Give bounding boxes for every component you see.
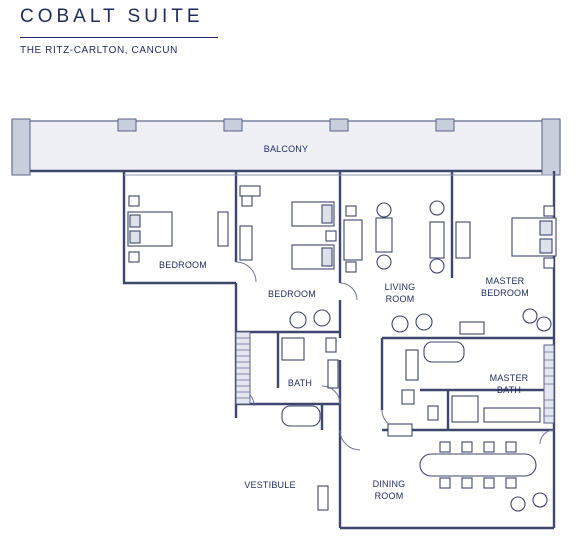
shower [281, 337, 305, 361]
side-table [345, 261, 357, 273]
room-label-bath: BATH [288, 378, 312, 388]
toilet [401, 389, 415, 405]
room-label-living-1: LIVING [385, 282, 416, 292]
nightstand [543, 257, 555, 269]
plan-header: COBALT SUITE THE RITZ-CARLTON, CANCUN [20, 6, 218, 56]
room-label-dining-2: ROOM [375, 491, 404, 501]
suite-title: COBALT SUITE [20, 6, 204, 27]
balcony-post [329, 118, 349, 132]
dining-table [419, 453, 537, 477]
armchair [376, 254, 392, 270]
coffee-table [375, 217, 393, 253]
nightstand [325, 230, 337, 242]
vanity [483, 407, 541, 423]
dresser [239, 225, 253, 261]
room-label-bedroom-left: BEDROOM [159, 260, 207, 270]
armchair [522, 308, 538, 324]
sofa [343, 219, 363, 261]
nightstand [128, 195, 140, 207]
armchair [415, 313, 433, 331]
bathtub [281, 405, 321, 427]
hotel-subtitle: THE RITZ-CARLTON, CANCUN [20, 45, 178, 56]
armchair [536, 316, 552, 332]
dining-chair [439, 477, 451, 489]
room-label-master-bath-2: BATH [497, 385, 521, 395]
armchair [429, 200, 445, 216]
media-console [429, 221, 445, 259]
shower [451, 395, 479, 423]
armchair [289, 311, 307, 329]
dining-chair [483, 477, 495, 489]
armchair [429, 258, 445, 274]
armchair [532, 492, 548, 508]
vanity [327, 359, 339, 389]
armchair [376, 202, 392, 218]
armchair [391, 315, 409, 333]
room-label-bedroom-center: BEDROOM [268, 289, 316, 299]
balcony-post [223, 118, 243, 132]
balcony-column-left [11, 118, 31, 176]
desk [239, 185, 261, 197]
room-label-master-bedroom-1: MASTER [486, 276, 525, 286]
dining-chair [505, 477, 517, 489]
dresser [217, 211, 229, 247]
armchair [313, 309, 331, 327]
dining-chair [461, 477, 473, 489]
balcony-column-right [541, 118, 561, 176]
dining-chair [483, 441, 495, 453]
room-label-master-bedroom-2: BEDROOM [481, 288, 529, 298]
desk [459, 321, 485, 335]
nightstand [543, 205, 555, 217]
balcony-post [117, 118, 137, 132]
side-table [345, 205, 357, 217]
vanity [405, 349, 419, 381]
title-divider [20, 37, 218, 38]
room-label-living-2: ROOM [386, 294, 415, 304]
dining-chair [505, 441, 517, 453]
toilet [325, 337, 337, 353]
chair [241, 195, 253, 207]
bathtub [423, 341, 465, 363]
console [387, 423, 413, 437]
room-label-master-bath-1: MASTER [490, 373, 529, 383]
toilet [427, 405, 439, 421]
balcony-post [435, 118, 455, 132]
dining-chair [461, 441, 473, 453]
dining-chair [439, 441, 451, 453]
armchair [510, 496, 526, 512]
nightstand [128, 251, 140, 263]
room-label-vestibule: VESTIBULE [244, 480, 295, 490]
dresser [455, 221, 471, 259]
room-label-dining-1: DINING [373, 479, 406, 489]
room-label-balcony: BALCONY [264, 144, 308, 154]
console [317, 485, 329, 511]
